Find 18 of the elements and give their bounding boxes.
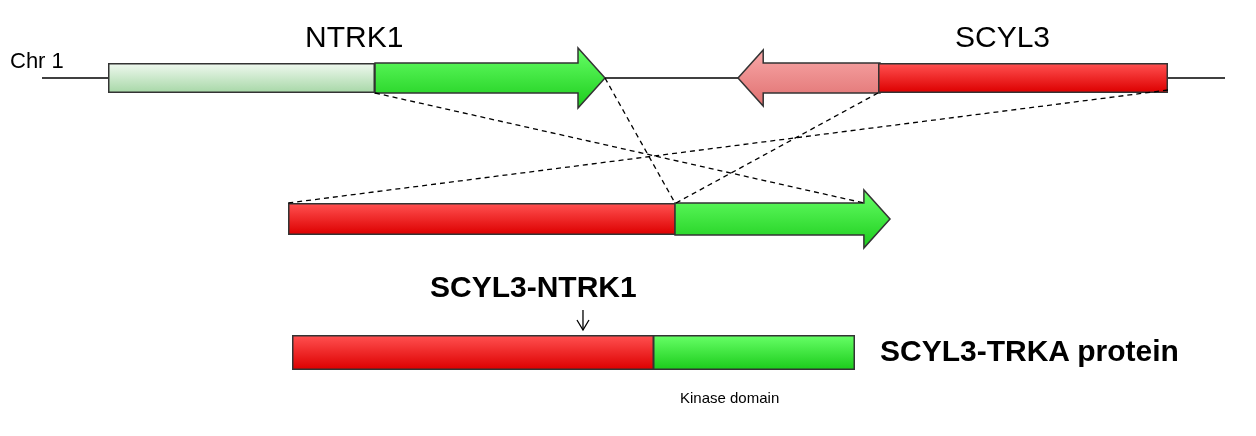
chromosome-label: Chr 1 bbox=[10, 50, 64, 72]
dashed-line bbox=[374, 92, 865, 204]
domain-caption: Kinase domain bbox=[680, 390, 780, 405]
gene-segment bbox=[653, 335, 855, 370]
fusion-label: SCYL3-TRKA protein bbox=[880, 336, 1179, 366]
gene-segment bbox=[108, 63, 375, 93]
gene-arrow bbox=[738, 50, 880, 106]
gene-segment bbox=[292, 335, 654, 370]
gene-arrow bbox=[675, 190, 890, 248]
gene-arrow bbox=[375, 48, 605, 108]
arrow bbox=[576, 309, 590, 331]
fusion-label: SCYL3-NTRK1 bbox=[430, 272, 637, 302]
gene-segment bbox=[288, 203, 676, 235]
dashed-line bbox=[675, 92, 879, 204]
gene-label: NTRK1 bbox=[305, 22, 404, 52]
gene-label: SCYL3 bbox=[955, 22, 1051, 52]
dashed-line bbox=[287, 89, 1169, 204]
gene-segment bbox=[878, 63, 1168, 93]
